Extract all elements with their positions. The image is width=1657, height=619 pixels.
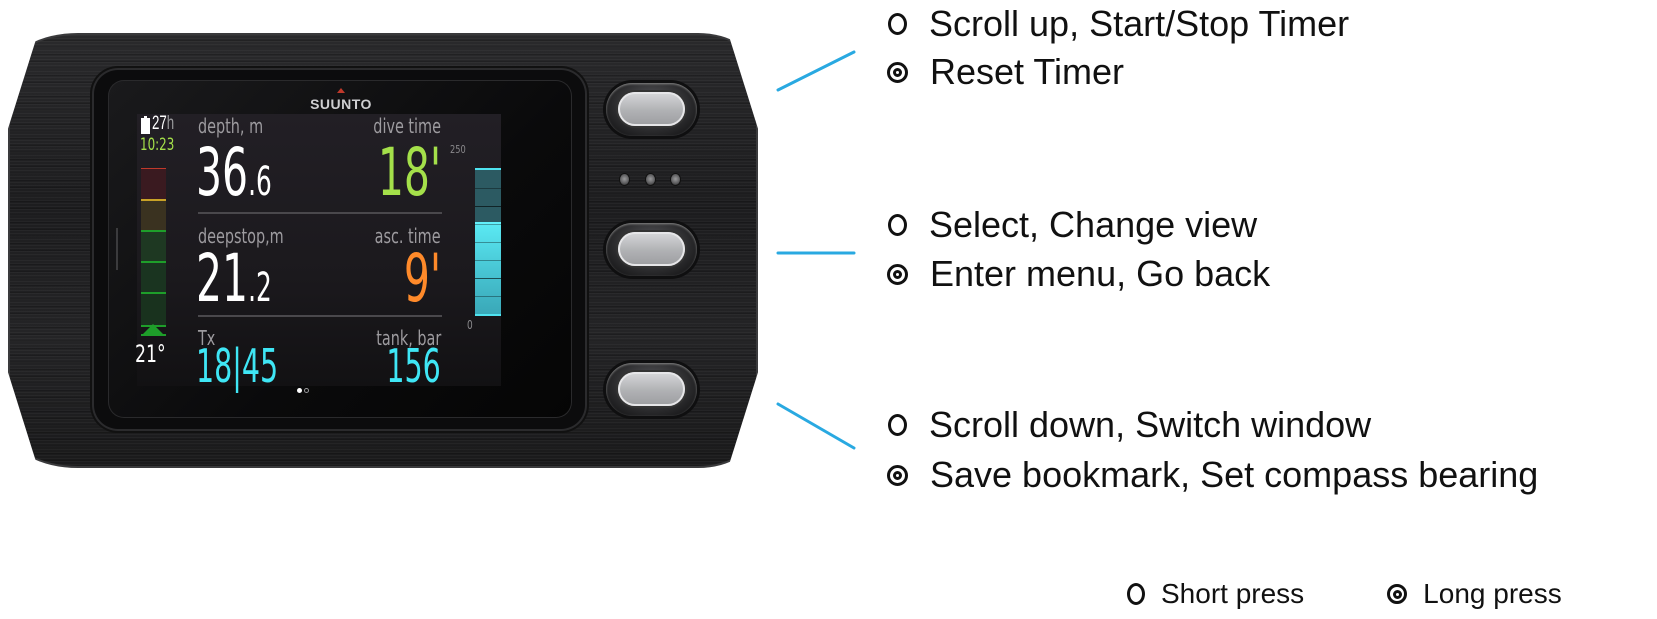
legend-label: Long press [1423, 578, 1562, 609]
short-press-icon [888, 414, 907, 436]
deepstop-label: deepstop,m [198, 224, 284, 248]
press-legend: Short press Long press [1125, 578, 1562, 610]
gas-label: Tx [198, 326, 216, 350]
middle-button[interactable] [606, 223, 697, 276]
long-press-icon [887, 61, 908, 83]
logo-triangle-icon [337, 88, 345, 93]
action-text: Scroll up, Start/Stop Timer [929, 3, 1350, 44]
row-divider [198, 212, 442, 214]
tank-pressure-value: 156 [386, 339, 441, 393]
depth-value: 36.6 [196, 134, 272, 211]
ascent-indicator-icon [142, 324, 164, 335]
upper-long-press: Reset Timer [886, 51, 1125, 92]
legend-short-press: Short press [1125, 578, 1304, 610]
tank-pressure-label: tank, bar [376, 326, 441, 350]
lower-short-press: Scroll down, Switch window [886, 404, 1372, 445]
upper-short-press: Scroll up, Start/Stop Timer [886, 3, 1350, 44]
long-press-icon [887, 464, 908, 486]
water-temperature: 21° [135, 340, 166, 368]
deepstop-value: 21.2 [196, 240, 272, 317]
ascent-rate-gauge [141, 168, 166, 336]
dive-time-label: dive time [373, 114, 441, 138]
short-press-icon [888, 214, 907, 236]
sensor-hole [620, 174, 629, 185]
ascent-time-label: asc. time [375, 224, 441, 248]
action-text: Scroll down, Switch window [929, 404, 1372, 445]
short-press-icon [1127, 583, 1145, 605]
page-indicator [297, 380, 311, 398]
lower-button[interactable] [606, 363, 697, 416]
clock-time: 10:23 [140, 135, 175, 155]
sensor-hole [671, 174, 680, 185]
battery-hours: 27 [152, 113, 167, 134]
action-text: Reset Timer [930, 51, 1125, 92]
dive-display: 27h 10:23 21° depth, m dive time 36.6 18… [135, 113, 501, 393]
tank-pressure-fill [475, 222, 501, 314]
gas-mix-value: 18|45 [196, 339, 279, 393]
lower-long-press: Save bookmark, Set compass bearing [886, 454, 1539, 495]
battery-unit: h [166, 113, 175, 134]
page-dot-inactive [304, 388, 309, 393]
battery-icon [141, 116, 150, 134]
tank-bar-max: 250 [450, 143, 466, 156]
brand-logo: SUUNTO [310, 96, 372, 112]
tank-pressure-bar [475, 168, 501, 316]
short-press-icon [888, 13, 907, 35]
sensor-hole [646, 174, 655, 185]
ascent-time-value: 9' [403, 240, 441, 317]
long-press-icon [887, 263, 908, 285]
depth-label: depth, m [198, 114, 264, 138]
row-divider [198, 315, 442, 317]
legend-long-press: Long press [1386, 578, 1562, 610]
bezel-slot [116, 228, 118, 270]
legend-label: Short press [1161, 578, 1305, 609]
action-text: Save bookmark, Set compass bearing [930, 454, 1539, 495]
lower-callout-line [776, 402, 856, 450]
middle-short-press: Select, Change view [886, 204, 1258, 245]
upper-button[interactable] [606, 83, 697, 136]
battery-remaining: 27h [152, 113, 174, 135]
middle-long-press: Enter menu, Go back [886, 253, 1271, 294]
tank-bar-min: 0 [467, 318, 473, 332]
page-dot-active [297, 388, 302, 393]
action-text: Select, Change view [929, 204, 1258, 245]
upper-callout-line [776, 50, 856, 92]
dive-time-value: 18' [377, 134, 441, 211]
long-press-icon [1387, 584, 1408, 604]
action-text: Enter menu, Go back [930, 253, 1271, 294]
